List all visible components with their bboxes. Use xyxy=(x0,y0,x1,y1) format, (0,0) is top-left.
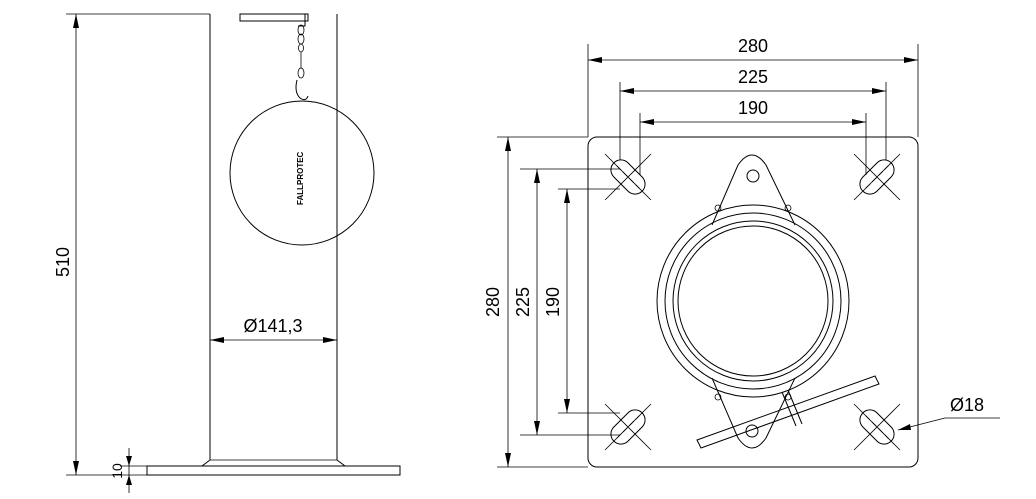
hole-diameter-label: Ø18 xyxy=(950,395,984,415)
width-mid-label: 225 xyxy=(738,67,768,87)
top-view: 280 225 190 280 2 xyxy=(483,36,1000,468)
tube-middle xyxy=(672,220,834,382)
hole-diameter-callout: Ø18 xyxy=(897,395,1000,431)
height-dim-label: 510 xyxy=(53,247,73,277)
round-sign xyxy=(229,100,375,246)
weld-collar xyxy=(200,459,347,467)
slot-hole-top-right xyxy=(853,153,901,201)
height-outer-label: 280 xyxy=(483,287,503,317)
bracket-lip xyxy=(245,13,306,27)
tube-inner xyxy=(677,225,829,377)
front-view: FALLPROTEC 510 Ø141,3 10 xyxy=(53,13,401,493)
diameter-dim-label: Ø141,3 xyxy=(243,316,302,336)
thickness-arrow-top xyxy=(126,456,132,466)
leader-arrow xyxy=(898,424,911,430)
width-dimensions: 280 225 190 xyxy=(587,36,919,175)
pin-lever xyxy=(781,391,797,427)
top-eye-bracket xyxy=(711,154,796,226)
thickness-arrow-bottom xyxy=(126,475,132,485)
top-eye-hole xyxy=(746,169,760,183)
height-arrow-bottom xyxy=(73,461,79,475)
brand-logo: FALLPROTEC xyxy=(296,151,305,205)
tube-outer xyxy=(664,212,842,390)
width-inner-label: 190 xyxy=(738,98,768,118)
bottom-eye-bracket xyxy=(711,377,796,449)
slot-hole-bottom-left xyxy=(604,403,652,451)
pin-lever-edge xyxy=(787,389,803,425)
chain xyxy=(295,24,309,101)
flange-outer xyxy=(656,204,850,398)
diameter-arrow-left xyxy=(210,337,224,343)
top-base-plate xyxy=(587,136,919,468)
central-tube xyxy=(656,154,880,449)
height-arrow-top xyxy=(73,14,79,28)
slot-hole-bottom-right xyxy=(853,403,901,451)
width-outer-label: 280 xyxy=(738,36,768,56)
height-inner-label: 190 xyxy=(543,287,563,317)
height-dimensions: 280 225 190 xyxy=(483,136,620,468)
base-plate xyxy=(146,465,401,476)
diameter-arrow-right xyxy=(323,337,337,343)
hook-icon xyxy=(295,79,309,101)
top-bracket xyxy=(239,13,309,22)
height-mid-label: 225 xyxy=(513,287,533,317)
slot-hole-top-left xyxy=(604,153,652,201)
locking-pin xyxy=(696,375,880,449)
bottom-eye-hole xyxy=(745,424,759,438)
thickness-dim-label: 10 xyxy=(109,463,125,479)
